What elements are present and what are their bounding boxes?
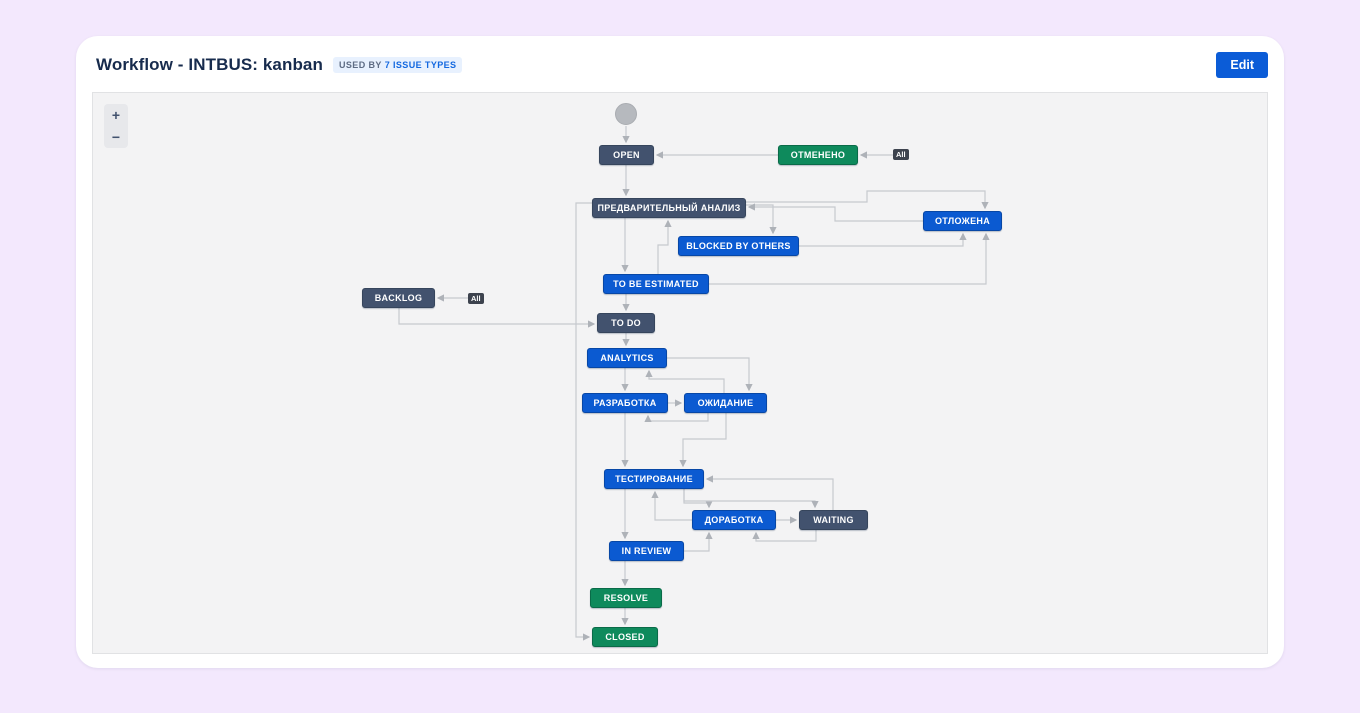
state-node-in-review[interactable]: IN REVIEW: [609, 541, 684, 561]
transition-waiting-to-testirovanie: [705, 475, 834, 510]
zoom-in-button[interactable]: +: [104, 104, 128, 126]
transition-analiz-to-otlozhena: [746, 190, 989, 210]
page-title: Workflow - INTBUS: kanban: [96, 55, 323, 74]
usage-badge[interactable]: USED BY 7 ISSUE TYPES: [332, 57, 463, 73]
state-node-closed[interactable]: CLOSED: [592, 627, 658, 647]
transition-waiting-to-dorabotka: [752, 530, 817, 542]
transition-testirovanie-to-waiting: [683, 489, 819, 509]
state-node-predvaritelnyy-analiz[interactable]: ПРЕДВАРИТЕЛЬНЫЙ АНАЛИЗ: [592, 198, 746, 218]
state-node-analytics[interactable]: ANALYTICS: [587, 348, 667, 368]
diagram-layer: OPEN ОТМЕНЕНО ПРЕДВАРИТЕЛЬНЫЙ АНАЛИЗ ОТЛОЖЕ…: [93, 93, 1269, 655]
zoom-out-button[interactable]: −: [104, 126, 128, 148]
workflow-card: Workflow - INTBUS: kanban USED BY 7 ISSU…: [76, 36, 1284, 668]
transition-tobeestimated-to-otlozhena: [709, 232, 990, 285]
transition-tobeestimated-to-analiz: [657, 219, 672, 274]
state-node-dorabotka[interactable]: ДОРАБОТКА: [692, 510, 776, 530]
transition-backlog-to-todo: [398, 308, 596, 328]
usage-badge-highlight: 7 ISSUE TYPES: [384, 60, 457, 70]
state-node-to-be-estimated[interactable]: TO BE ESTIMATED: [603, 274, 709, 294]
state-node-waiting[interactable]: WAITING: [799, 510, 868, 530]
transition-analiz-to-blocked: [746, 204, 777, 235]
transition-in-review-to-dorabotka: [684, 531, 713, 552]
state-node-ozhidanie[interactable]: ОЖИДАНИЕ: [684, 393, 767, 413]
start-node[interactable]: [615, 103, 637, 125]
card-header: Workflow - INTBUS: kanban USED BY 7 ISSU…: [96, 50, 1268, 80]
state-node-razrabotka[interactable]: РАЗРАБОТКА: [582, 393, 668, 413]
state-node-otlozhena[interactable]: ОТЛОЖЕНА: [923, 211, 1002, 231]
edit-button[interactable]: Edit: [1216, 52, 1268, 78]
state-node-to-do[interactable]: TO DO: [597, 313, 655, 333]
state-node-open[interactable]: OPEN: [599, 145, 654, 165]
transition-blocked-to-otlozhena: [799, 232, 967, 247]
usage-badge-prefix: USED BY: [338, 60, 382, 70]
transition-ozhidanie-to-analytics: [645, 369, 725, 393]
transition-analiz-to-closed: [575, 202, 592, 641]
all-transition-badge-2[interactable]: All: [468, 293, 484, 304]
zoom-controls: + −: [104, 104, 128, 148]
transition-testirovanie-to-dorabotka: [683, 489, 713, 509]
transition-dorabotka-to-testirovanie: [651, 490, 692, 521]
state-node-backlog[interactable]: BACKLOG: [362, 288, 435, 308]
transition-ozhidanie-to-razrabotka: [644, 413, 709, 422]
state-node-testirovanie[interactable]: ТЕСТИРОВАНИЕ: [604, 469, 704, 489]
workflow-canvas[interactable]: + − OPEN ОТМЕНЕНО ПРЕДВАРИТЕЛЬНЫЙ АНАЛИЗ ОТ…: [92, 92, 1268, 654]
transition-analytics-to-ozhidanie: [667, 357, 753, 392]
transition-connectors: [398, 126, 990, 641]
state-node-otmeneno[interactable]: ОТМЕНЕНО: [778, 145, 858, 165]
transition-otlozhena-to-analiz: [747, 203, 923, 222]
state-node-blocked-by-others[interactable]: BLOCKED BY OTHERS: [678, 236, 799, 256]
transition-ozhidanie-to-testirovanie: [679, 413, 727, 468]
all-transition-badge-1[interactable]: All: [893, 149, 909, 160]
state-node-resolve[interactable]: RESOLVE: [590, 588, 662, 608]
